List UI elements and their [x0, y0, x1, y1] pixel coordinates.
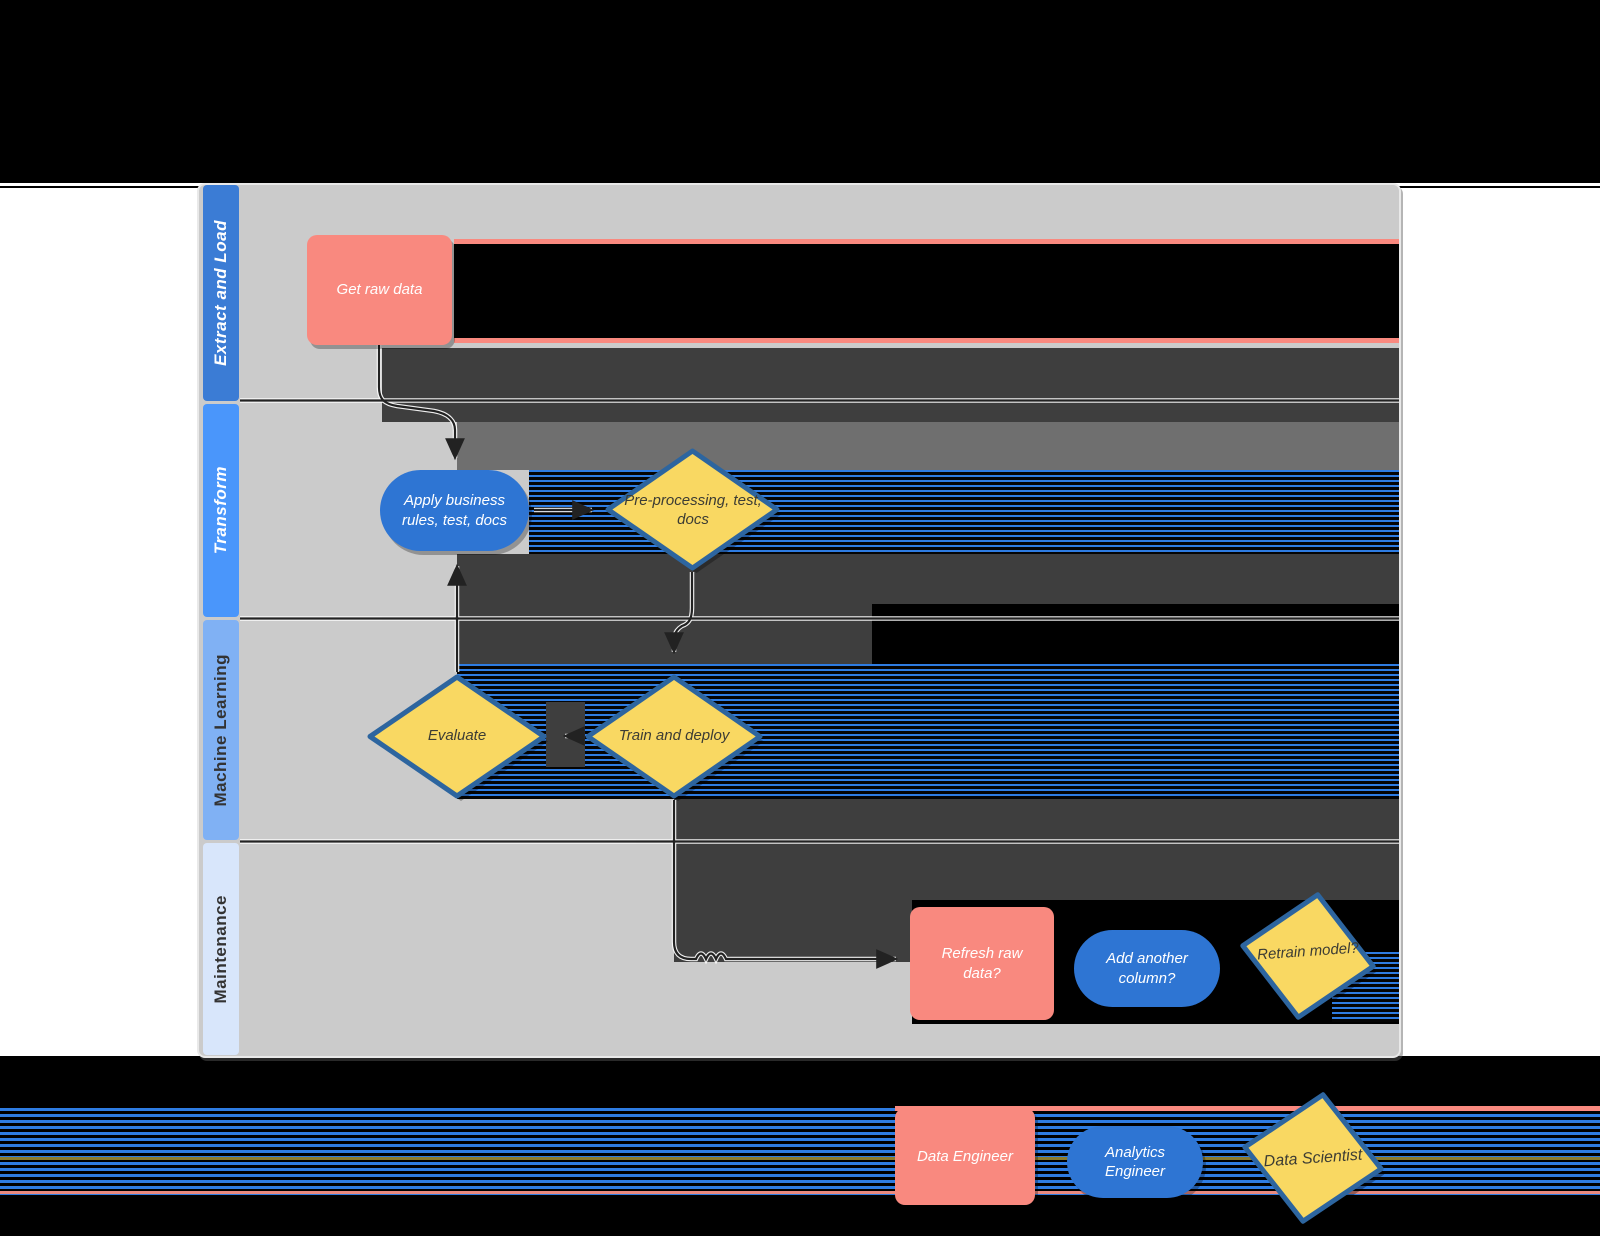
- artifact-band-black-2: [872, 604, 1399, 664]
- node-pre-processing-label: Pre-processing, test, docs: [624, 491, 762, 529]
- node-apply-business-rules-label: Apply business rules, test, docs: [401, 492, 508, 529]
- node-refresh-raw-data: Refresh raw data?: [910, 907, 1054, 1020]
- node-train-and-deploy-label: Train and deploy: [618, 727, 730, 745]
- artifact-salmon-line-bottom: [0, 1191, 1600, 1194]
- artifact-salmon-line-top: [895, 1106, 1600, 1111]
- lane-header-machine-learning: Machine Learning: [203, 620, 239, 840]
- artifact-band-dark-5: [674, 900, 912, 962]
- edge-train-to-refresh: [672, 800, 899, 969]
- lane-header-transform: Transform: [203, 404, 239, 617]
- lane-header-maintenance: Maintenance: [203, 843, 239, 1055]
- node-pre-processing-diamond: [605, 448, 781, 573]
- node-add-another-column: Add another column?: [1074, 930, 1220, 1007]
- legend-data-scientist-diamond: [1230, 1079, 1395, 1236]
- lane-header-extract-and-load: Extract and Load: [203, 185, 239, 401]
- artifact-band-mid-1: [457, 422, 1399, 470]
- legend-analytics-engineer-label: Analytics Engineer: [1104, 1143, 1166, 1181]
- node-evaluate-diamond: [367, 674, 548, 801]
- node-get-raw-data-label: Get raw data: [336, 281, 423, 299]
- edge-get-to-apply: [377, 345, 465, 461]
- node-train-and-deploy-diamond: [585, 674, 764, 801]
- connector-layer: [240, 345, 1399, 969]
- artifact-band-black-extract: [454, 239, 1399, 343]
- node-evaluate-label: Evaluate: [427, 727, 487, 745]
- artifact-band-dark-4: [674, 799, 1399, 900]
- node-add-another-column-label: Add another column?: [1106, 950, 1188, 987]
- node-apply-business-rules: Apply business rules, test, docs: [380, 470, 529, 551]
- edge-preprocessing-to-train: [664, 572, 694, 655]
- node-get-raw-data: Get raw data: [307, 235, 452, 345]
- artifact-band-dark-1: [382, 348, 1399, 422]
- node-refresh-raw-data-label: Refresh raw data?: [941, 945, 1023, 982]
- legend-data-engineer-label: Data Engineer: [917, 1147, 1013, 1165]
- node-retrain-model-diamond: [1229, 880, 1388, 1032]
- artifact-yellow-line: [0, 1157, 1600, 1160]
- artifact-band-dark-2: [457, 554, 1399, 604]
- swimlane-panel: Extract and Load Transform Machine Learn…: [197, 183, 1401, 1058]
- legend-data-engineer: Data Engineer: [895, 1108, 1035, 1205]
- legend-analytics-engineer: Analytics Engineer: [1067, 1126, 1203, 1198]
